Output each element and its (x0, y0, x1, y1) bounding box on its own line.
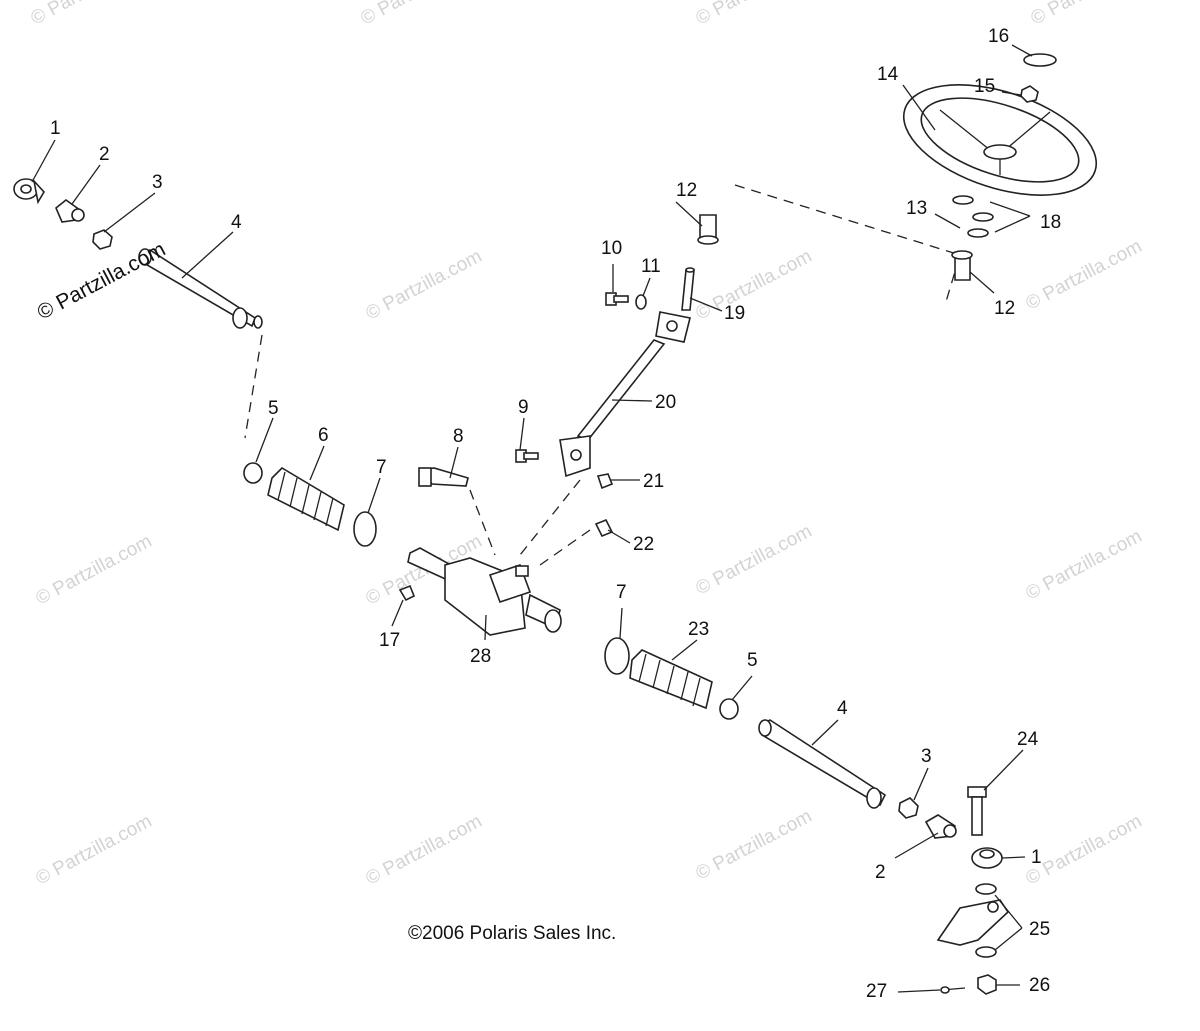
callout-27: 27 (866, 981, 887, 1002)
long-bolt (418, 467, 469, 487)
boot-clamp-left (353, 511, 377, 547)
bellows-boot-right (629, 649, 713, 710)
callout-13: 13 (906, 198, 927, 219)
cotter-pin (940, 986, 966, 994)
watermark: © Partzilla.com (362, 246, 485, 325)
assembly-lines (244, 184, 961, 566)
flange-bolt (967, 786, 987, 836)
boot-clamp-right (604, 637, 630, 675)
pinch-bolt-upper (605, 292, 629, 306)
callout-6: 6 (318, 425, 329, 446)
callout-11: 11 (641, 256, 661, 277)
steering-shaft-upper (681, 267, 695, 311)
watermark: © Partzilla.com (1022, 526, 1145, 605)
watermark: © Partzilla.com (692, 521, 815, 600)
washer-lower (975, 946, 997, 958)
tie-rod-end-upper (13, 178, 45, 205)
bellows-boot-left (267, 466, 345, 532)
clamp-ring-left (243, 462, 263, 484)
inner-tie-rod-upper (138, 248, 263, 329)
callout-8: 8 (453, 426, 464, 447)
bushing-upper (697, 214, 719, 245)
watermark: © Partzilla.com (32, 811, 155, 890)
callout-21: 21 (643, 471, 664, 492)
callout-4b: 4 (837, 698, 848, 719)
callout-2: 2 (99, 144, 110, 165)
copyright-text: ©2006 Polaris Sales Inc. (408, 923, 616, 944)
callout-22: 22 (633, 534, 654, 555)
callout-25: 25 (1029, 919, 1050, 940)
callout-24: 24 (1017, 729, 1039, 750)
callout-26: 26 (1029, 975, 1050, 996)
callout-16: 16 (988, 26, 1009, 47)
callout-2b: 2 (875, 862, 886, 883)
nut-rack (594, 518, 614, 538)
callout-12a: 12 (676, 180, 697, 201)
callout-4: 4 (231, 212, 242, 233)
watermark: © Partzilla.com (1022, 236, 1145, 315)
leader-lines (31, 44, 1033, 993)
callout-23: 23 (688, 619, 709, 640)
callout-5b: 5 (747, 650, 758, 671)
callout-20: 20 (655, 392, 676, 413)
watermark: © Partzilla.com (27, 0, 150, 29)
watermark: © Partzilla.com (32, 531, 155, 610)
ball-joint-upper (55, 198, 85, 223)
callout-3: 3 (152, 172, 163, 193)
wheel-nut (1020, 85, 1039, 103)
watermark: © Partzilla.com (692, 246, 815, 325)
u-joint-lower (559, 435, 591, 478)
callout-17: 17 (379, 630, 400, 651)
nut-shaft (596, 473, 614, 490)
callout-7b: 7 (616, 582, 627, 603)
u-joint-upper (655, 311, 691, 343)
callout-5: 5 (268, 398, 279, 419)
callout-10: 10 (601, 238, 622, 259)
watermark: © Partzilla.com (362, 811, 485, 890)
callout-1b: 1 (1031, 847, 1042, 868)
callout-28: 28 (470, 646, 491, 667)
washer-shaft (635, 294, 647, 310)
ball-joint-lower (924, 814, 957, 839)
callout-12b: 12 (994, 298, 1015, 319)
clamp-ring-right (719, 698, 739, 720)
steering-wheel (902, 84, 1098, 196)
jam-nut-upper (92, 229, 113, 250)
callout-3b: 3 (921, 746, 932, 767)
callouts: 1 2 3 4 5 6 7 8 9 10 11 12 13 14 15 16 1… (50, 26, 1061, 1002)
tie-rod-end-lower (971, 847, 1003, 869)
jam-nut-lower (898, 797, 919, 819)
watermark: © Partzilla.com (357, 0, 480, 29)
castle-nut (977, 974, 997, 995)
intermediate-shaft (576, 339, 666, 441)
callout-18: 18 (1040, 212, 1061, 233)
callout-15: 15 (974, 76, 995, 97)
pinch-bolt-lower (515, 449, 539, 463)
callout-1: 1 (50, 118, 61, 139)
washer-upper (975, 883, 997, 895)
watermark: © Partzilla.com (692, 0, 815, 29)
callout-19: 19 (724, 303, 745, 324)
steering-rack (407, 547, 562, 636)
callout-7: 7 (376, 457, 387, 478)
washer-stack (952, 195, 994, 238)
watermark: © Partzilla.com (692, 806, 815, 885)
center-cap (1023, 53, 1057, 67)
partzilla-brand: © Partzilla.com (34, 238, 170, 325)
rack-bolt (398, 584, 416, 602)
spindle-bracket (936, 899, 1010, 946)
bushing-lower (951, 250, 973, 281)
callout-14: 14 (877, 64, 899, 85)
watermark: © Partzilla.com (1027, 0, 1150, 29)
inner-tie-rod-lower (758, 719, 887, 809)
callout-9: 9 (518, 397, 529, 418)
